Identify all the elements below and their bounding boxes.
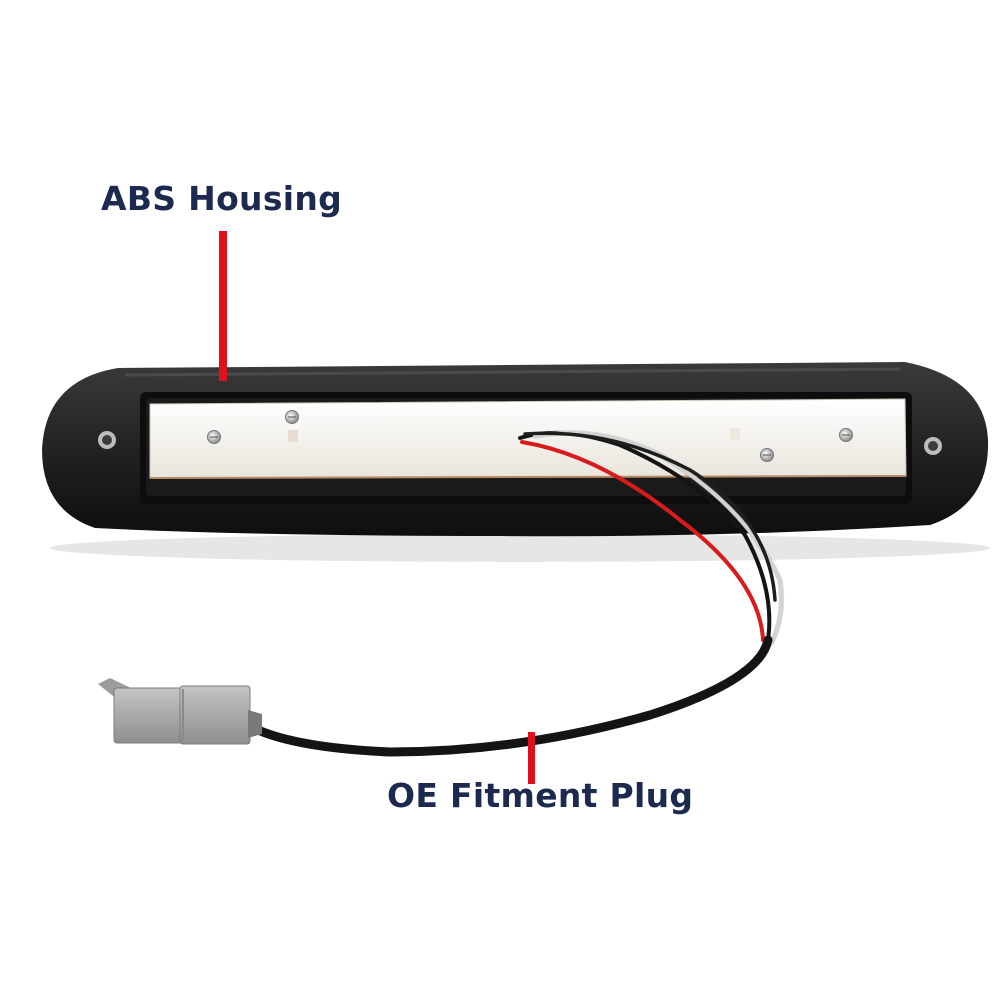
oe-fitment-plug-label: OE Fitment Plug — [387, 776, 694, 815]
screw-icon — [839, 428, 853, 442]
lens-plate-edge — [149, 475, 907, 479]
wire-white — [533, 431, 784, 644]
screw-icon — [207, 430, 221, 444]
screw-icon — [285, 410, 299, 424]
plug-leader-line — [528, 732, 535, 784]
housing-edge-highlight — [124, 367, 901, 377]
housing-leader-line — [219, 231, 227, 381]
lens-mark — [730, 428, 740, 440]
housing-shadow — [50, 534, 990, 562]
wire-white-outline — [532, 430, 785, 645]
screw-icon — [760, 448, 774, 462]
mounting-hole-icon — [98, 431, 116, 449]
mounting-hole-icon — [924, 437, 942, 455]
abs-housing-label: ABS Housing — [101, 179, 343, 218]
wire-black-2 — [523, 431, 777, 602]
wire-sheath — [253, 635, 773, 757]
wire-red — [520, 440, 765, 642]
lens-plate — [149, 398, 907, 479]
oe-plug — [98, 678, 262, 745]
lens-mark — [288, 430, 298, 442]
